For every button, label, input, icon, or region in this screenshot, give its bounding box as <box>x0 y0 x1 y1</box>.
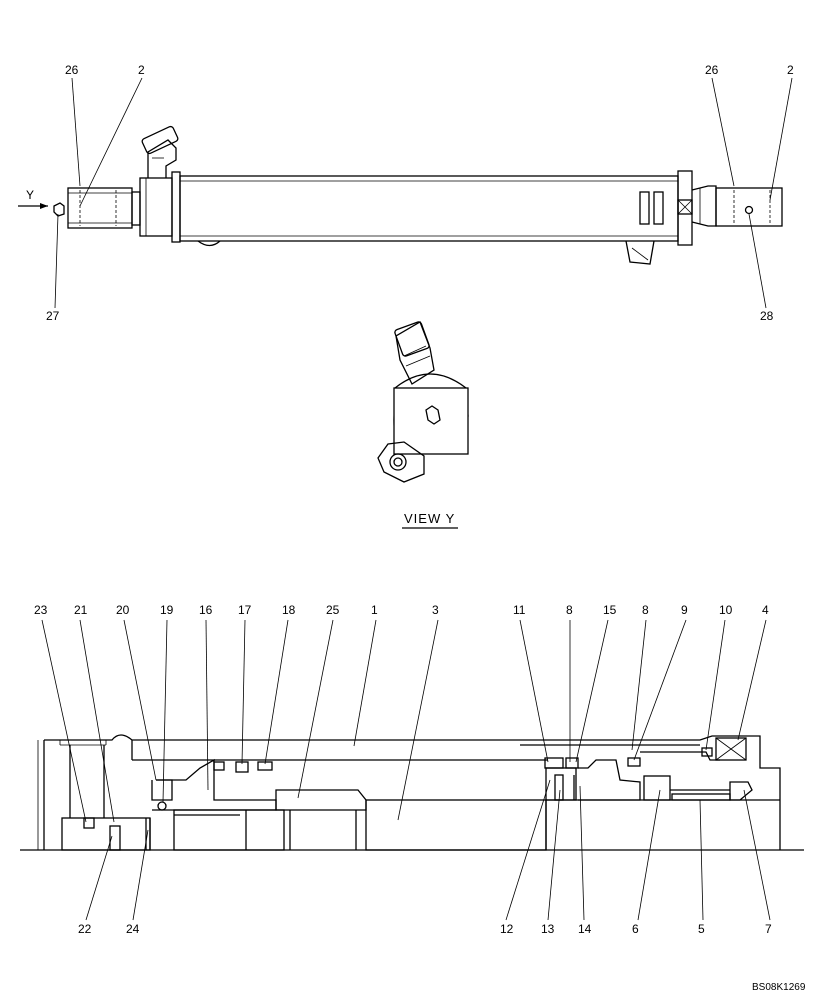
port-elbow <box>147 139 177 178</box>
callout-17: 17 <box>238 603 252 617</box>
drawing-code: BS08K1269 <box>752 982 806 993</box>
section-top-callouts: 23 21 20 19 16 17 18 25 1 3 11 8 15 8 9 … <box>34 603 769 823</box>
callout-3: 3 <box>432 603 439 617</box>
seal-box <box>715 737 747 761</box>
cylinder-top-view <box>18 125 783 265</box>
callout-12: 12 <box>500 922 514 936</box>
grease-nipple-left <box>53 202 65 217</box>
callout-11: 11 <box>513 603 526 617</box>
piston-rod <box>365 799 547 851</box>
view-y-arrow-label: Y <box>26 188 34 202</box>
top-view-callouts: 26 2 27 26 2 28 Y <box>26 63 794 323</box>
callout-24: 24 <box>126 922 140 936</box>
slot-1 <box>639 191 650 225</box>
callout-8-right: 8 <box>642 603 649 617</box>
callout-1: 1 <box>371 603 378 617</box>
view-y-caption: VIEW Y <box>404 511 455 526</box>
callout-2-right: 2 <box>787 63 794 77</box>
callout-19: 19 <box>160 603 174 617</box>
callout-8-left: 8 <box>566 603 573 617</box>
head-square-face <box>393 387 469 455</box>
right-end-block <box>715 187 783 227</box>
callout-27: 27 <box>46 309 60 323</box>
view-y-detail: VIEW Y <box>377 321 469 529</box>
callout-9: 9 <box>681 603 688 617</box>
cylinder-barrel <box>179 175 679 242</box>
callout-20: 20 <box>116 603 130 617</box>
callout-2-left: 2 <box>138 63 145 77</box>
callout-10: 10 <box>719 603 733 617</box>
callout-7: 7 <box>765 922 772 936</box>
callout-28: 28 <box>760 309 774 323</box>
callout-25: 25 <box>326 603 340 617</box>
callout-15: 15 <box>603 603 617 617</box>
left-end-block <box>67 187 133 229</box>
grease-nipple-right <box>744 205 754 215</box>
section-bottom-callouts: 22 24 12 13 14 6 5 7 <box>78 779 772 936</box>
callout-16: 16 <box>199 603 213 617</box>
slot-2 <box>653 191 664 225</box>
right-flange <box>677 170 693 246</box>
lower-boss <box>625 240 655 265</box>
callout-21: 21 <box>74 603 88 617</box>
callout-5: 5 <box>698 922 705 936</box>
callout-23: 23 <box>34 603 48 617</box>
callout-22: 22 <box>78 922 92 936</box>
callout-18: 18 <box>282 603 296 617</box>
callout-14: 14 <box>578 922 592 936</box>
section-view <box>20 734 804 851</box>
callout-13: 13 <box>541 922 555 936</box>
left-head <box>139 177 173 237</box>
callout-26-left: 26 <box>65 63 79 77</box>
callout-26-right: 26 <box>705 63 719 77</box>
callout-6: 6 <box>632 922 639 936</box>
callout-4: 4 <box>762 603 769 617</box>
